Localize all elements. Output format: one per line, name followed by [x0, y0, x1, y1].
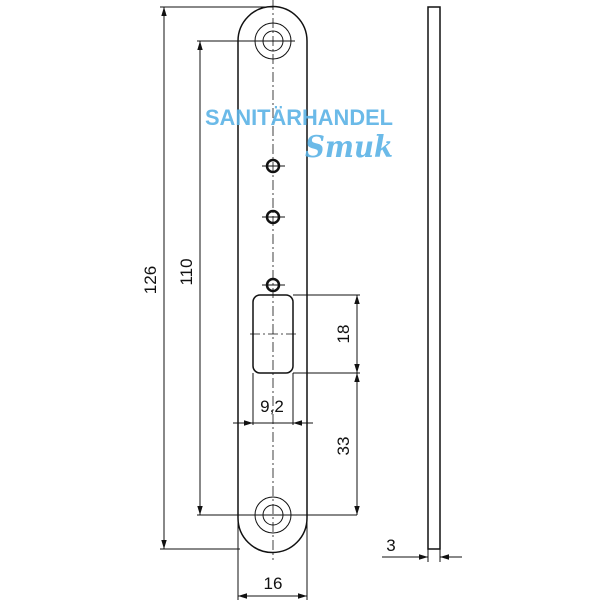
dimension-33: 33 — [334, 373, 360, 515]
dimension-label-110: 110 — [177, 258, 196, 285]
dimension-label-18: 18 — [334, 325, 353, 344]
latch-slot — [250, 294, 296, 374]
dimension-16: 16 — [237, 518, 308, 600]
watermark-line1: SANITÄRHANDEL — [205, 105, 393, 130]
dimension-18: 18 — [293, 294, 360, 374]
dimension-label-33: 33 — [334, 437, 353, 456]
dimension-126: 126 — [141, 6, 273, 550]
watermark-logo: SANITÄRHANDEL Smuk — [205, 105, 393, 165]
small-hole-2 — [262, 209, 285, 225]
dimension-label-9-2: 9,2 — [260, 397, 284, 416]
dimension-label-3: 3 — [386, 536, 395, 555]
dimension-label-16: 16 — [264, 574, 283, 593]
dimension-label-126: 126 — [141, 266, 160, 294]
watermark-line2: Smuk — [305, 130, 393, 165]
dimension-110: 110 — [177, 40, 357, 516]
small-hole-3 — [262, 277, 285, 293]
dimension-3: 3 — [382, 536, 462, 562]
dimension-9-2: 9,2 — [233, 373, 313, 426]
side-view-plate — [427, 6, 441, 550]
small-hole-1 — [262, 158, 285, 174]
